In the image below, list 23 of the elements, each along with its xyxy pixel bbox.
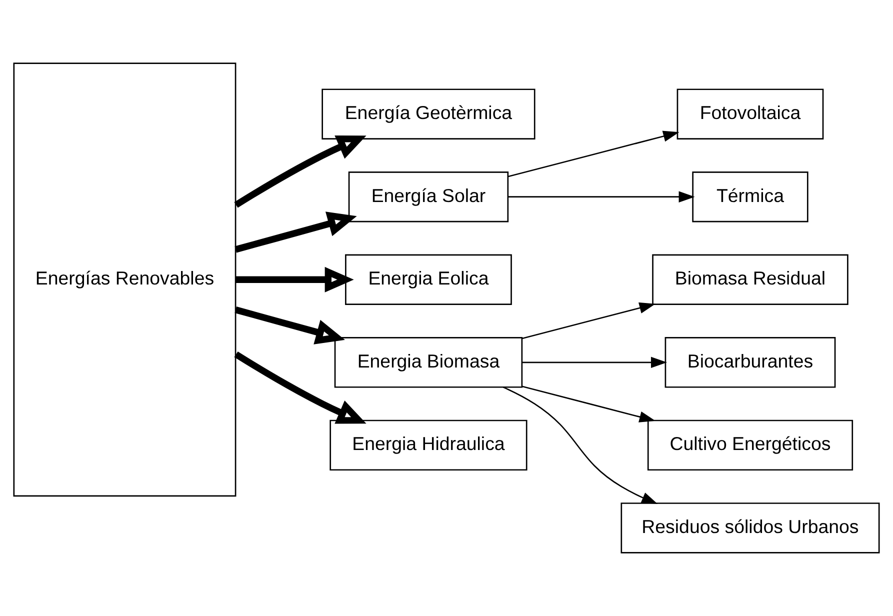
node-box: Cultivo Energéticos bbox=[647, 420, 854, 471]
arrow bbox=[508, 191, 695, 202]
node-box: Energia Hidraulica bbox=[330, 420, 528, 471]
arrow bbox=[234, 351, 366, 424]
arrow bbox=[522, 356, 668, 368]
node-box: Residuos sólidos Urbanos bbox=[620, 502, 880, 554]
node-box: Energías Renovables bbox=[13, 62, 236, 497]
node-box: Energía Geotèrmica bbox=[322, 88, 536, 140]
node-box: Biocarburantes bbox=[664, 337, 836, 388]
arrow bbox=[236, 266, 354, 292]
node-box: Biomasa Residual bbox=[652, 254, 848, 305]
arrow bbox=[522, 386, 656, 422]
node-box: Fotovoltaica bbox=[676, 88, 824, 140]
arrow bbox=[234, 135, 366, 208]
arrow bbox=[234, 212, 357, 253]
node-box: Energia Eolica bbox=[345, 254, 512, 305]
node-box: Energía Solar bbox=[348, 171, 509, 222]
arrow bbox=[234, 306, 345, 344]
arrow bbox=[522, 302, 656, 340]
node-box: Térmica bbox=[692, 171, 808, 222]
arrow bbox=[502, 386, 658, 504]
node-box: Energia Biomasa bbox=[334, 337, 523, 388]
arrow bbox=[508, 130, 680, 178]
